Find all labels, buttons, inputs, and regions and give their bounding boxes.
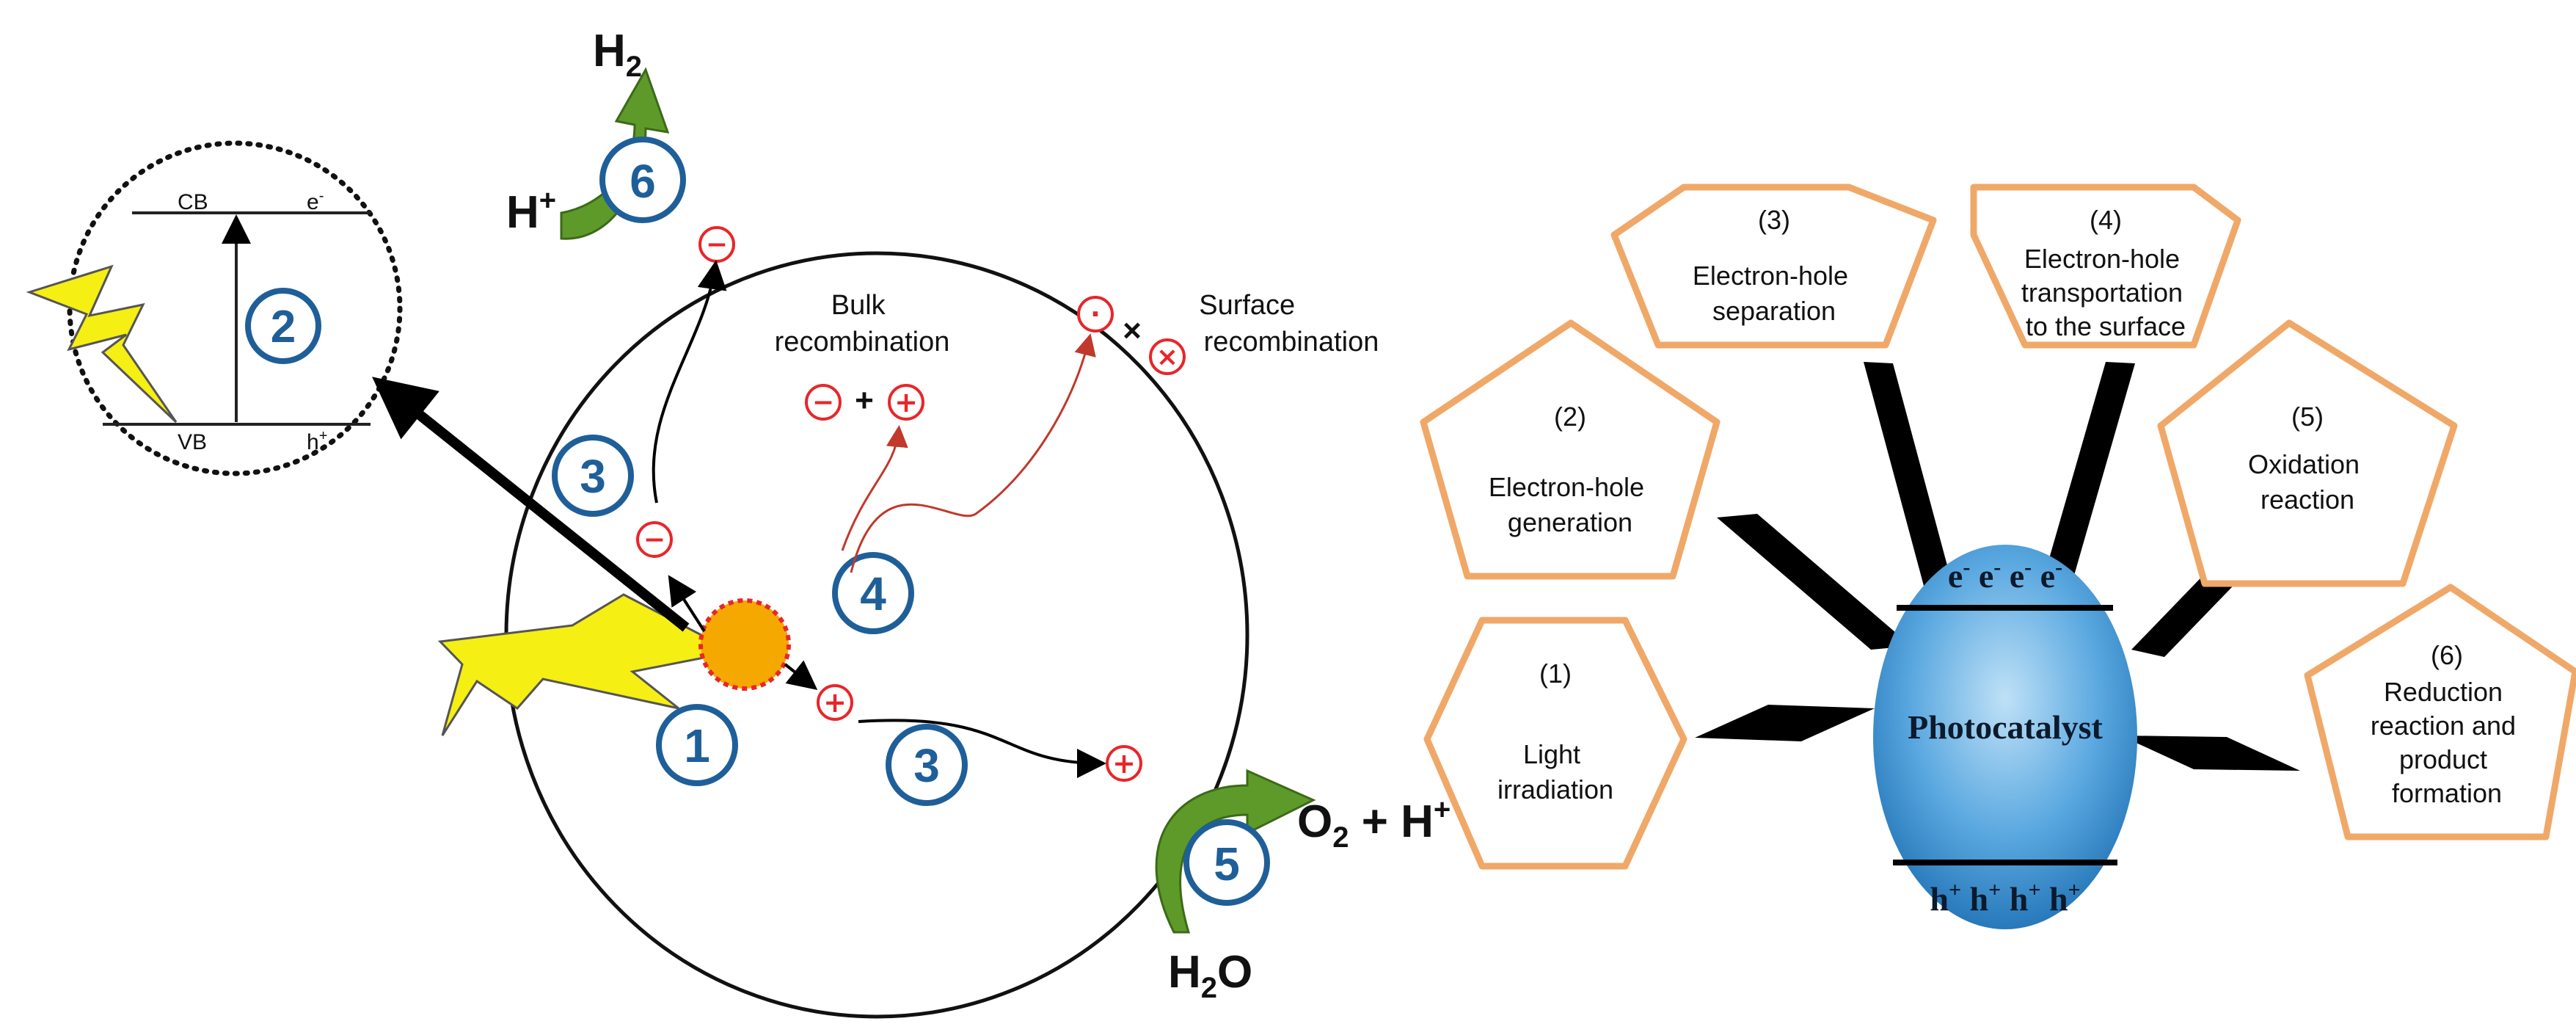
charge-bulk-electron: − <box>805 384 842 421</box>
step-3-upper-number: 3 <box>580 450 606 503</box>
step-3-lower-number: 3 <box>913 739 940 792</box>
photocatalyst-label: Photocatalyst <box>1908 708 2103 746</box>
connector-6-diamond <box>2120 736 2300 771</box>
svg-text:Electron-hole transpor: Electron-hole transportation to the surf… <box>2021 244 2190 341</box>
left-panel: CB e- VB h+ 2 1 3 3 4 − <box>26 26 1451 1019</box>
svg-text:Electron-hole separati: Electron-hole separation <box>1693 261 1856 326</box>
spot-to-electron-arrow <box>668 575 706 633</box>
h2-label: H2 <box>593 26 642 83</box>
photon-spot <box>698 598 791 691</box>
step-4-badge <box>832 552 914 634</box>
charge-hole-near-spot: + <box>817 684 853 721</box>
hole-migration-arrow <box>858 719 1106 778</box>
surface-cross-sign: × <box>1123 313 1142 349</box>
step-4-number: 4 <box>860 567 886 620</box>
step-5-card: (5) Oxidation reaction <box>2157 319 2458 587</box>
band-diagram-inset: CB e- VB h+ 2 <box>67 140 403 476</box>
svg-text:(4): (4) <box>2090 205 2122 235</box>
svg-text:−: − <box>643 525 665 555</box>
photocatalyst-ellipse <box>1873 545 2137 929</box>
step-4-card: (4) Electron-hole transportation to the … <box>1970 184 2241 349</box>
step-3-upper-badge <box>552 435 634 517</box>
cb-label: CB <box>178 190 208 214</box>
svg-text:Electron-hole generati: Electron-hole generation <box>1489 472 1652 537</box>
bulk-recombination-label: Bulk recombination <box>775 290 950 357</box>
charge-electron-near-spot: − <box>636 521 673 558</box>
connector-1-diamond <box>1695 705 1875 741</box>
zoom-arrow <box>372 377 690 632</box>
svg-text:+: + <box>1112 747 1136 780</box>
charge-surface-hole: × <box>1149 338 1186 375</box>
bulk-plus-sign: + <box>855 382 874 418</box>
electron-label: e- <box>307 188 324 214</box>
charge-bulk-hole: + <box>888 384 924 421</box>
svg-text:Reduction reaction and: Reduction reaction and product formation <box>2371 677 2523 808</box>
step-3-card: (3) Electron-hole separation <box>1610 184 1937 349</box>
o2-h-plus-label: O2 + H+ <box>1297 794 1451 854</box>
photocatalyst-holes: h+ h+ h+ h+ <box>1930 867 2080 918</box>
big-lightning-icon <box>437 593 737 736</box>
step-6-card: (6) Reduction reaction and product forma… <box>2304 584 2576 840</box>
step-1-badge <box>656 704 738 786</box>
svg-text:−: − <box>706 230 728 260</box>
surface-recombination-arrow <box>850 333 1096 573</box>
svg-text:+: + <box>823 686 847 719</box>
right-panel: e- e- e- e- Photocatalyst h+ h+ h+ h+ (1… <box>1420 184 2576 929</box>
photocatalyst-electrons: e- e- e- e- <box>1948 544 2062 595</box>
connector-4-diamond <box>2040 362 2135 593</box>
step-1-card: (1) Light irradiation <box>1423 617 1687 870</box>
charge-hole-surface-right: + <box>1106 745 1142 782</box>
svg-text:(6): (6) <box>2431 640 2463 670</box>
step-5-number: 5 <box>1214 838 1240 890</box>
step-1-number: 1 <box>684 719 710 772</box>
svg-text:(1): (1) <box>1539 658 1572 689</box>
svg-text:Light irradiation: Light irradiation <box>1497 739 1613 805</box>
electron-migration-arrow <box>652 260 727 504</box>
step-2-card: (2) Electron-hole generation <box>1420 319 1721 580</box>
step-3-lower-badge <box>886 724 968 806</box>
svg-text:(3): (3) <box>1758 205 1790 235</box>
h-plus-label: H+ <box>506 184 556 238</box>
charge-surface-electron: · <box>1077 296 1114 333</box>
bulk-recombination-arrow <box>841 425 908 551</box>
oxidation-green-arrow <box>1155 769 1316 934</box>
connector-3-diamond <box>1864 362 1953 587</box>
step-2-badge <box>245 288 321 364</box>
svg-text:·: · <box>1090 299 1101 330</box>
small-lightning-icon <box>26 264 178 424</box>
reduction-green-arrow <box>560 67 670 240</box>
svg-text:×: × <box>1156 342 1178 372</box>
hole-label: h+ <box>307 428 327 454</box>
svg-text:+: + <box>894 386 918 418</box>
charge-electron-surface-top: − <box>698 226 735 263</box>
step-2-number: 2 <box>271 302 296 352</box>
surface-recombination-label: Surface recombination <box>1199 290 1379 357</box>
connector-2-diamond <box>1717 514 1911 650</box>
svg-text:−: − <box>812 388 834 418</box>
spot-to-hole-arrow <box>784 660 818 690</box>
svg-text:(2): (2) <box>1554 402 1586 432</box>
vb-label: VB <box>178 430 207 454</box>
h2o-label: H2O <box>1168 947 1252 1004</box>
svg-text:Oxidation reaction: Oxidation reaction <box>2248 449 2367 515</box>
step-6-number: 6 <box>630 155 656 208</box>
step-6-badge <box>599 137 686 223</box>
step-5-badge <box>1183 819 1270 906</box>
svg-text:(5): (5) <box>2291 402 2324 432</box>
